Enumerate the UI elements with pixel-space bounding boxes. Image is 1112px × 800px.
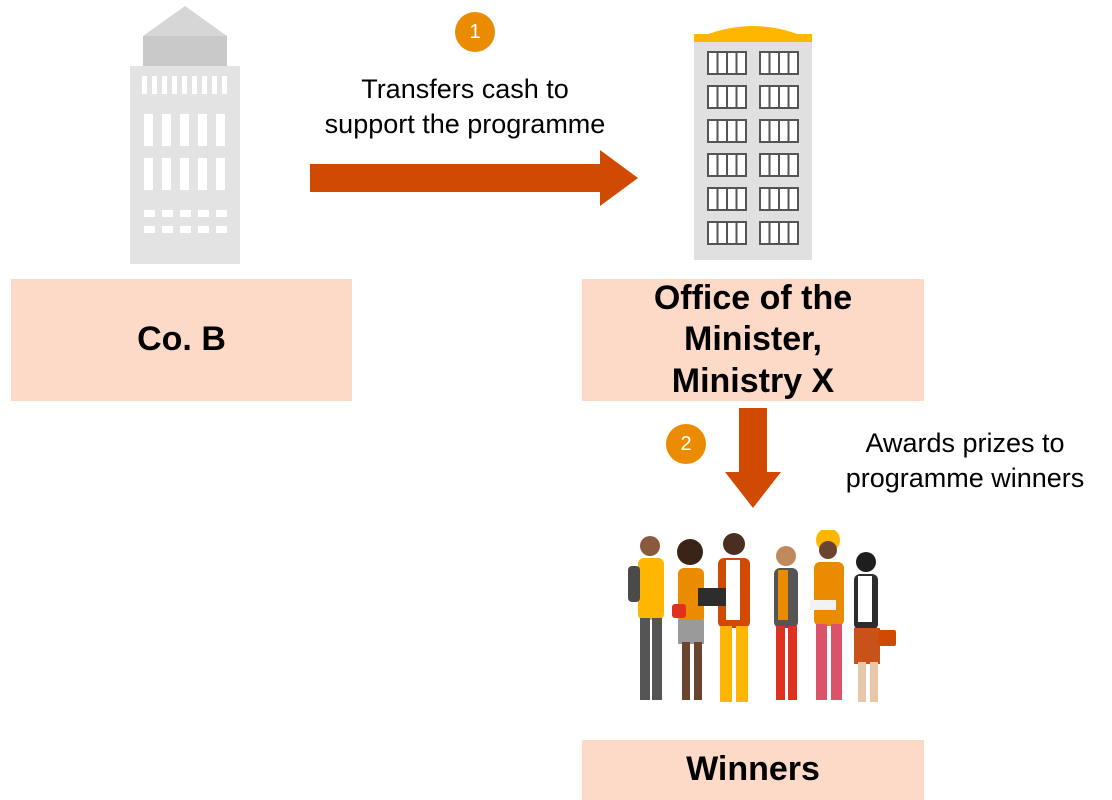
person-1-figure <box>628 536 664 700</box>
ministry-label-line-3: Ministry X <box>671 361 835 400</box>
step-1-caption-line-2: support the programme <box>324 109 606 140</box>
step-2-caption-line-1: Awards prizes to <box>865 428 1065 458</box>
step-1-caption: Transfers cash to support the programme <box>280 72 650 142</box>
ministry-label-line-2: Minister, <box>684 320 822 359</box>
step-2-number: 2 <box>680 432 692 455</box>
person-3-figure <box>698 533 750 702</box>
step-1-caption-line-1: Transfers cash to <box>361 74 569 104</box>
ministry-box: Office of the Minister, Ministry X <box>582 279 924 401</box>
winners-label: Winners <box>686 750 820 789</box>
step-2-caption-line-2: programme winners <box>845 463 1085 494</box>
step-1-number: 1 <box>469 20 481 43</box>
winners-box: Winners <box>582 740 924 800</box>
right-arrow-icon <box>310 150 638 206</box>
down-arrow-icon <box>725 408 781 508</box>
person-2-figure <box>672 539 704 700</box>
government-building-icon <box>694 26 812 260</box>
step-1-badge: 1 <box>455 12 495 52</box>
step-2-caption: Awards prizes to programme winners <box>818 426 1112 496</box>
step-2-badge: 2 <box>666 424 706 464</box>
person-6-figure <box>854 552 896 702</box>
person-4-figure <box>774 546 798 700</box>
office-building-icon <box>130 6 240 264</box>
company-box: Co. B <box>11 279 352 401</box>
company-label: Co. B <box>137 320 226 359</box>
group-of-people-icon <box>628 530 896 702</box>
person-5-figure <box>810 530 844 700</box>
ministry-label-line-1: Office of the <box>653 278 853 317</box>
